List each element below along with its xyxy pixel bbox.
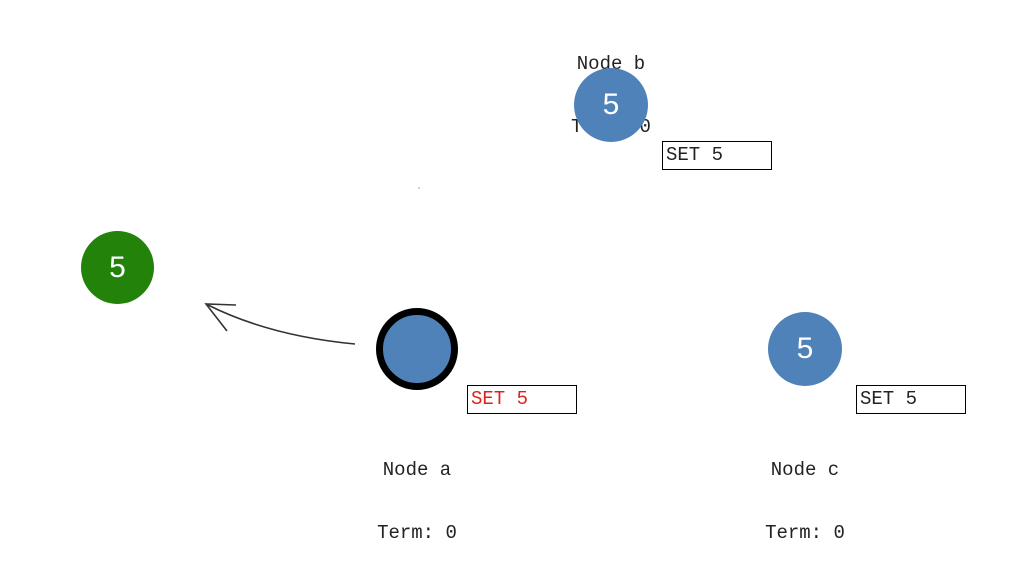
node-b-log-text: SET 5 — [666, 144, 724, 166]
message-arrow-line — [207, 304, 356, 345]
node-c-circle[interactable]: 5 — [768, 312, 842, 386]
node-a-circle[interactable] — [376, 308, 458, 390]
message-arrow — [204, 187, 420, 345]
message-arrow-head — [204, 303, 237, 332]
raft-diagram: 5 Node b Term: 0 5 SET 5 SET 5 Node a Te… — [81, 54, 966, 544]
node-c-term: Term: 0 — [765, 522, 845, 544]
node-c-log-entry: SET 5 — [856, 385, 966, 414]
node-a-label: Node a Term: 0 — [347, 418, 487, 586]
node-a-term: Term: 0 — [377, 522, 457, 544]
node-a-log-entry: SET 5 — [467, 385, 577, 414]
client-circle[interactable]: 5 — [81, 231, 154, 304]
node-c-value: 5 — [796, 332, 814, 365]
dot-mark — [418, 187, 420, 189]
client-value: 5 — [109, 250, 126, 284]
node-c-name: Node c — [770, 459, 840, 481]
node-c-log-text: SET 5 — [860, 388, 918, 410]
node-b-log-entry: SET 5 — [662, 141, 772, 170]
node-a-name: Node a — [382, 459, 452, 481]
node-b-value: 5 — [602, 88, 620, 121]
node-b-circle[interactable]: 5 — [574, 68, 648, 142]
node-c-label: Node c Term: 0 — [735, 418, 875, 586]
node-a-log-text: SET 5 — [471, 388, 529, 410]
